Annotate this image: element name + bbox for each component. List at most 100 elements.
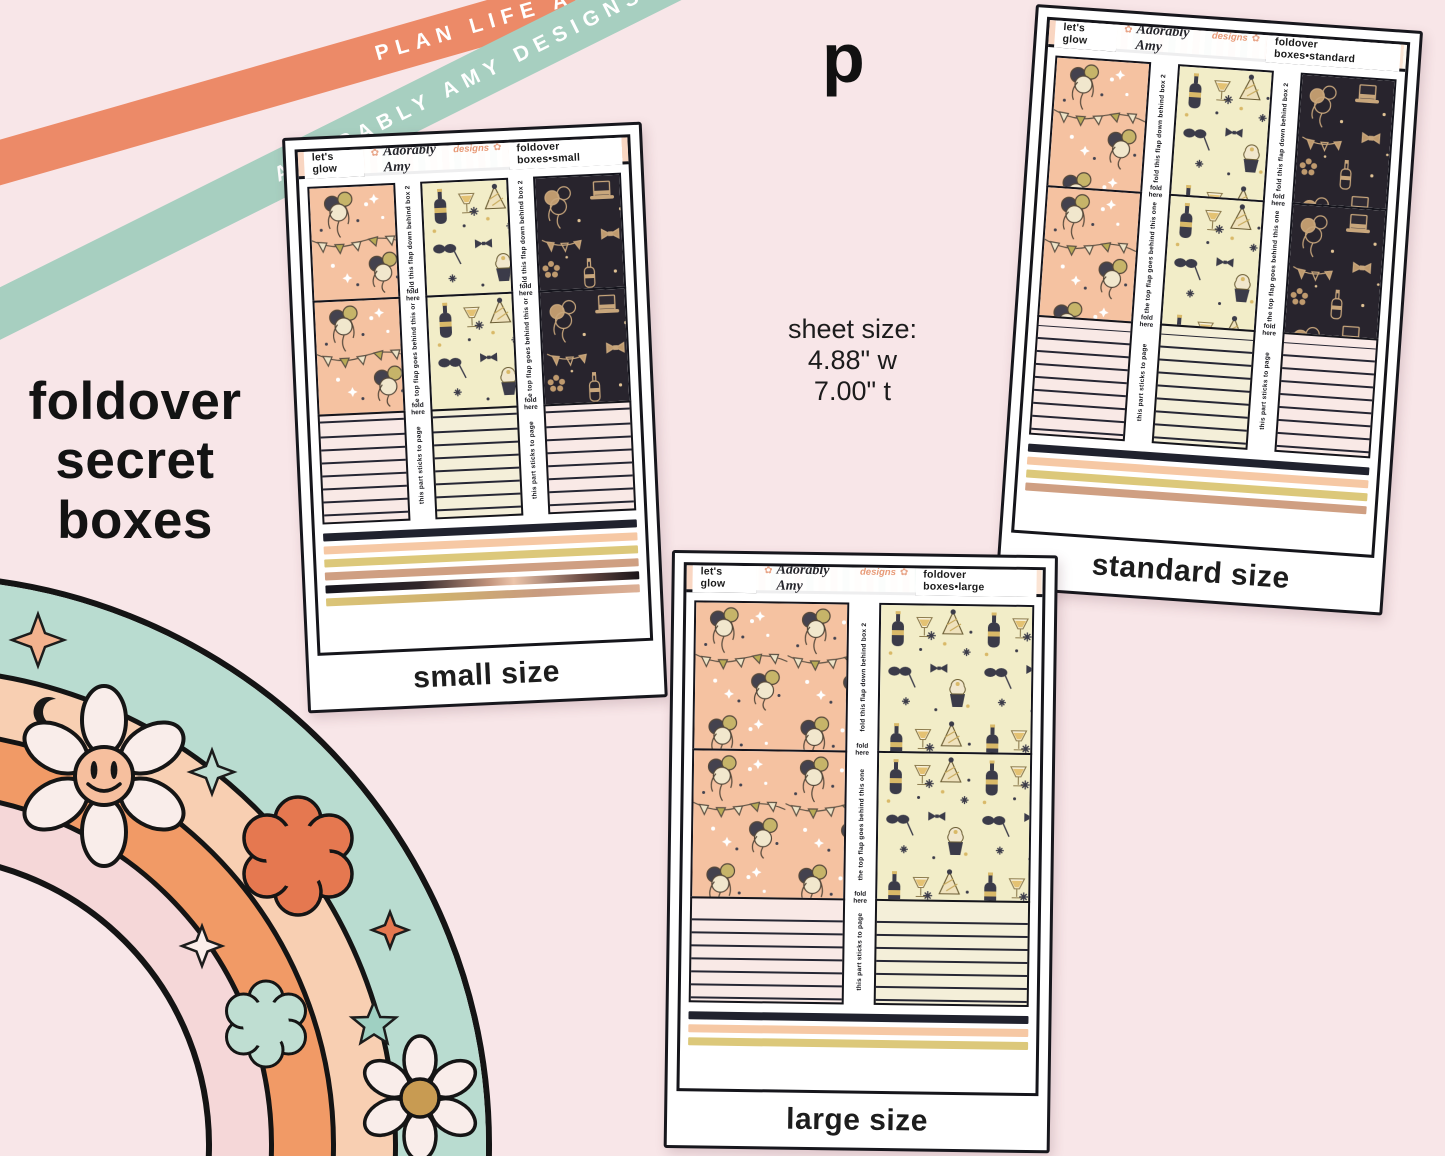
instruction-top-flap: the top flap goes behind this one — [522, 292, 535, 405]
kit-name: let's glow — [303, 146, 365, 180]
flower-glyph-icon: ✿ — [899, 567, 909, 579]
brand-name: Adorably Amy — [382, 142, 437, 176]
flower-glyph-icon: ✿ — [1251, 33, 1261, 45]
flower-glyph-icon: ✿ — [1123, 24, 1133, 36]
page-title: foldover secret boxes — [10, 372, 260, 550]
instruction-fold-flap: fold this flap down behind box 2 — [858, 622, 868, 732]
writing-lines-box — [1151, 323, 1256, 450]
brand-sub: designs — [1211, 30, 1249, 44]
sheet-small-sticker-area: let's glow ✿ Adorably Amy designs ✿ fold… — [294, 134, 654, 656]
brand-logo: ✿ Adorably Amy designs ✿ — [1115, 18, 1268, 66]
sparkle-orange-icon — [368, 908, 412, 952]
instruction-top-flap: the top flap goes behind this one — [856, 768, 866, 881]
foldover-column-cream — [873, 602, 1035, 1008]
strip-gold — [688, 1037, 1029, 1051]
strip-black — [688, 1011, 1029, 1025]
pattern-box-cream — [425, 291, 519, 412]
flower-teal-icon — [225, 979, 307, 1069]
writing-lines-box — [430, 405, 524, 520]
writing-lines-box — [688, 896, 846, 1005]
sheet-size-height: 7.00" t — [813, 376, 892, 407]
flower-glyph-icon: ✿ — [492, 142, 502, 154]
writing-lines-box — [317, 410, 411, 525]
pattern-box-peach — [312, 296, 406, 417]
crescent-moon-icon — [33, 697, 57, 727]
page-title-line1: foldover — [28, 372, 242, 431]
foldover-column-black — [1274, 72, 1397, 459]
pattern-box-peach — [692, 600, 850, 753]
brand-name: Adorably Amy — [1135, 22, 1190, 55]
sticker-sheet-standard: let's glow ✿ Adorably Amy designs ✿ fold… — [995, 4, 1424, 616]
instruction-fold-flap: fold this flap down behind box 2 — [1275, 81, 1291, 192]
foldover-column-peach — [307, 182, 411, 525]
daisy-gold-center-icon — [362, 1034, 478, 1156]
foldover-column-black — [533, 172, 637, 515]
sheet-caption: large size — [785, 1102, 929, 1138]
daisy-smiley-icon — [22, 684, 186, 868]
sparkle-white-icon — [178, 922, 226, 970]
pattern-box-cream — [1159, 193, 1265, 333]
instruction-top-flap: the top flap goes behind this one — [409, 297, 422, 410]
pattern-box-cream — [877, 602, 1035, 756]
pattern-box-peach — [1046, 55, 1152, 194]
pattern-box-black — [538, 286, 632, 407]
sheet-type-label: foldover boxes•small — [508, 134, 623, 170]
instruction-sticks: this part sticks to page — [1258, 351, 1272, 431]
strip-peach — [688, 1024, 1029, 1038]
kit-name: let's glow — [1054, 17, 1118, 52]
writing-lines-box — [1274, 332, 1379, 459]
stray-letter: p — [822, 19, 865, 97]
pattern-box-cream — [875, 750, 1033, 904]
washi-strip-stickers — [322, 519, 640, 607]
sheet-size-note: sheet size: 4.88" w 7.00" t — [740, 314, 965, 407]
brand-name: Adorably Amy — [776, 562, 830, 594]
sheet-type-label: foldover boxes•large — [915, 565, 1037, 598]
kit-name: let's glow — [692, 562, 758, 594]
brand-sub: designs — [452, 142, 490, 156]
sparkle-peach-icon — [8, 610, 68, 670]
sheet-standard-sticker-area: let's glow ✿ Adorably Amy designs ✿ fold… — [1011, 16, 1411, 558]
sheet-large-sticker-area: let's glow ✿ Adorably Amy designs ✿ fold… — [676, 562, 1046, 1097]
instruction-fold-flap: fold this flap down behind box 2 — [404, 184, 417, 294]
sheet-large-header: let's glow ✿ Adorably Amy designs ✿ fold… — [686, 562, 1043, 599]
pattern-box-cream — [1168, 64, 1274, 203]
star-teal-icon — [348, 998, 400, 1046]
flower-glyph-icon: ✿ — [370, 147, 380, 159]
writing-lines-box — [1028, 314, 1134, 442]
instruction-sticks: this part sticks to page — [1136, 343, 1149, 422]
pattern-box-black — [1282, 202, 1388, 341]
instruction-sticks: this part sticks to page — [415, 425, 426, 505]
sheet-caption: small size — [412, 654, 561, 695]
instruction-top-flap: the top flap goes behind this one — [1266, 210, 1282, 323]
instruction-fold-flap: fold this flap down behind box 2 — [1152, 73, 1168, 183]
pattern-box-black — [533, 172, 627, 293]
flower-glyph-icon: ✿ — [764, 565, 773, 577]
flower-coral-icon — [242, 795, 354, 917]
foldover-column-cream — [420, 177, 524, 520]
instruction-sticks: this part sticks to page — [855, 912, 864, 991]
instruction-fold-flap: fold this flap down behind box 2 — [517, 179, 530, 289]
page-title-line3: boxes — [57, 490, 213, 550]
pattern-box-peach — [1037, 185, 1143, 324]
pattern-box-peach — [690, 748, 848, 901]
sheet-type-label: foldover boxes•standard — [1265, 32, 1402, 72]
instruction-sticks: this part sticks to page — [528, 420, 539, 500]
foldover-column-peach — [1028, 55, 1152, 442]
washi-strip-stickers — [688, 1011, 1029, 1051]
brand-logo: ✿ Adorably Amy designs ✿ — [756, 562, 916, 599]
sheet-size-width: 4.88" w — [807, 345, 898, 376]
sticker-sheet-large: let's glow ✿ Adorably Amy designs ✿ fold… — [663, 550, 1058, 1154]
instruction-top-flap: the top flap goes behind this one — [1143, 201, 1159, 314]
pattern-box-black — [1291, 72, 1397, 212]
writing-lines-box — [543, 400, 637, 515]
